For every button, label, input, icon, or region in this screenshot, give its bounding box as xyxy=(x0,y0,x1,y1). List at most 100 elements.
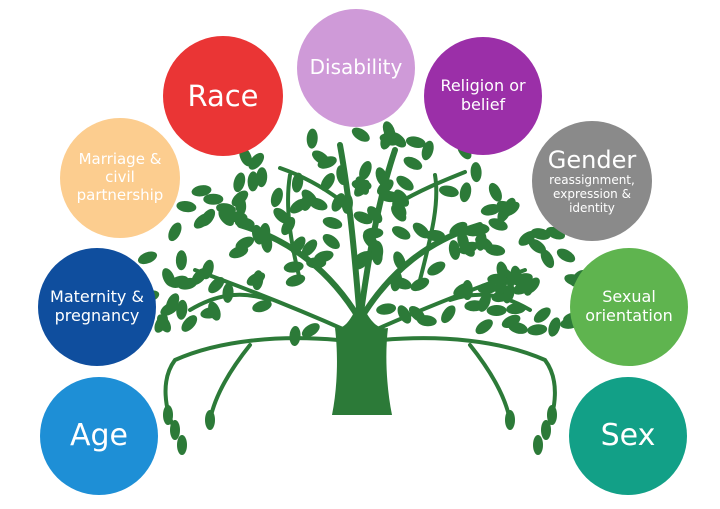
tree-leaf xyxy=(163,405,173,425)
tree-leaf xyxy=(273,207,290,224)
circle-gender-label-line1: reassignment, xyxy=(549,172,635,187)
tree-leaf xyxy=(475,319,493,335)
tree-leaf xyxy=(488,218,508,231)
tree-leaf xyxy=(162,268,176,287)
circle-religion-label-line1: Religion or xyxy=(440,76,526,96)
tree-leaf xyxy=(175,250,187,271)
tree-leaf xyxy=(322,233,340,250)
tree-leaf xyxy=(439,185,459,198)
circle-sexual-label-line2: orientation xyxy=(585,306,673,325)
tree-leaf xyxy=(405,136,426,148)
tree-trunk xyxy=(332,300,392,415)
tree-leaf xyxy=(177,435,187,455)
tree-leaf xyxy=(235,195,247,216)
tree-leaf xyxy=(331,193,346,212)
tree-leaf xyxy=(403,156,423,170)
tree-leaf xyxy=(425,229,445,242)
circle-maternity: Maternity & pregnancy xyxy=(38,248,156,366)
tree-leaf xyxy=(533,435,543,455)
tree-leaf xyxy=(527,324,548,336)
circle-disability: Disability xyxy=(297,9,415,127)
tree-leaf xyxy=(530,228,551,240)
tree-leaf xyxy=(208,301,221,321)
circle-disability-label: Disability xyxy=(309,55,403,80)
tree-leaf xyxy=(389,132,407,148)
tree-leaf xyxy=(367,206,383,224)
circle-religion: Religion or belief xyxy=(424,37,542,155)
tree-leaf xyxy=(320,173,335,191)
tree-leaf xyxy=(475,230,487,251)
tree-leaf xyxy=(259,223,271,243)
tree-leaf xyxy=(496,200,516,214)
tree-leaf xyxy=(506,303,527,315)
circle-marriage-label-line3: partnership xyxy=(76,185,164,204)
tree-leaf xyxy=(477,282,498,294)
tree-leaf xyxy=(421,140,434,161)
tree-branch xyxy=(163,336,340,432)
tree-leaf xyxy=(290,236,306,254)
tree-leaf xyxy=(200,208,216,227)
tree-leaf xyxy=(191,185,212,197)
tree-leaf xyxy=(203,193,224,205)
tree-leaf xyxy=(390,271,403,292)
tree-leaf xyxy=(176,200,197,213)
tree-leaf xyxy=(246,272,266,286)
tree-leaf xyxy=(314,250,334,263)
tree-leaf xyxy=(301,239,318,257)
tree-leaf xyxy=(457,231,469,251)
tree-branch xyxy=(337,142,363,323)
tree-leaf xyxy=(477,292,491,312)
tree-leaf xyxy=(270,187,283,208)
tree-leaf xyxy=(222,282,234,303)
tree-leaf xyxy=(201,259,214,280)
tree-leaf xyxy=(541,420,551,440)
tree-leaf xyxy=(137,251,158,265)
tree-leaf xyxy=(306,128,318,149)
tree-leaf xyxy=(301,323,320,338)
tree-leaf xyxy=(380,130,393,150)
tree-leaf xyxy=(375,167,388,187)
tree-branch xyxy=(468,343,512,422)
tree-leaf xyxy=(170,420,180,440)
tree-leaf xyxy=(505,410,515,430)
tree-leaf xyxy=(353,250,373,265)
tree-leaf xyxy=(363,227,384,239)
tree-leaf xyxy=(396,175,414,191)
tree-leaf xyxy=(248,152,265,170)
tree-branch xyxy=(380,336,557,432)
tree-leaf xyxy=(371,245,383,266)
tree-leaf xyxy=(205,410,215,430)
tree-leaf xyxy=(427,261,446,276)
tree-leaf xyxy=(336,165,348,185)
tree-leaf xyxy=(312,150,330,166)
tree-leaf xyxy=(533,307,551,323)
tree-leaf xyxy=(408,306,426,322)
circle-sexual-orientation: Sexual orientation xyxy=(570,248,688,366)
tree-leaf xyxy=(351,127,370,142)
circle-sex: Sex xyxy=(569,377,687,495)
tree-leaf xyxy=(181,315,198,332)
tree-leaf xyxy=(522,275,534,296)
tree-leaf xyxy=(448,240,461,260)
tree-leaf xyxy=(256,167,268,188)
tree-leaf xyxy=(393,251,406,271)
tree-leaf xyxy=(218,209,234,226)
tree-leaf xyxy=(289,326,301,346)
circle-marriage: Marriage & civil partnership xyxy=(60,118,180,238)
tree-leaves xyxy=(127,121,603,455)
tree-leaf xyxy=(168,222,182,242)
circle-race-label: Race xyxy=(187,78,259,113)
tree-leaf xyxy=(556,248,576,263)
tree-leaf xyxy=(547,405,557,425)
circle-gender-label-line2: expression & xyxy=(553,187,631,202)
tree-leaf xyxy=(359,160,372,181)
circle-maternity-label-line2: pregnancy xyxy=(54,306,140,325)
tree-leaf xyxy=(233,172,246,193)
tree-branch xyxy=(208,343,252,422)
tree-leaf xyxy=(353,211,373,225)
circle-sexual-label-line1: Sexual xyxy=(602,287,656,307)
tree-leaf xyxy=(176,299,188,320)
tree-leaf xyxy=(377,179,394,196)
circle-gender-title: Gender xyxy=(547,145,637,174)
